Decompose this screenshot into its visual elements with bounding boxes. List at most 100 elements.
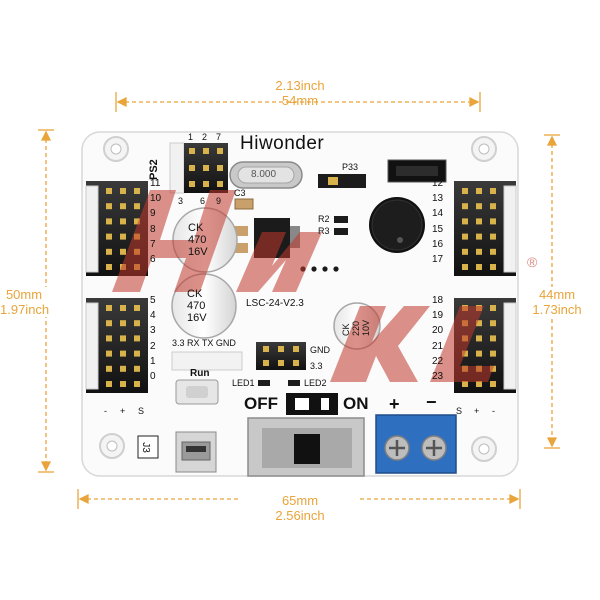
channel-number: 4 [150,310,156,322]
channel-number: 7 [150,238,156,250]
header-pin [476,264,482,270]
r2-label: R2 [318,214,330,224]
channel-number: 10 [150,193,162,205]
header-pin [120,305,126,311]
bottom-dimension: 65mm 2.56inch [240,493,360,523]
channel-number: 11 [150,178,161,189]
channel-number: 3 [150,325,156,337]
channel-number: 22 [432,355,444,367]
header-pin [106,264,112,270]
header-pin [462,233,468,240]
right-dimension: 44mm 1.73inch [524,287,590,317]
channel-number: 1 [150,355,156,367]
channel-number: 15 [432,223,444,235]
header-pin [476,320,482,327]
header-pin [476,203,482,210]
header-pin [106,365,112,372]
header-pin [120,218,126,225]
header-pin [120,381,126,387]
header-pin [490,335,496,342]
header-pin [476,335,482,342]
channel-number: 8 [150,223,156,235]
header-pin [490,218,496,225]
header-pin [120,188,126,194]
watermark [112,190,494,382]
top-dim-mm: 54mm [281,93,319,108]
channel-number: 23 [432,371,444,382]
channel-number: 9 [150,208,156,220]
header-pin [490,233,496,240]
header-pin [120,350,126,357]
right-dim-inch: 1.73inch [532,302,582,317]
header-pin [134,320,140,327]
header-pin [134,350,140,357]
serial-label: 3.3 RX TX GND [172,338,236,348]
header-pin [106,335,112,342]
model-label: LSC-24-V2.3 [246,298,304,309]
header-pin [120,320,126,327]
off-label: OFF [244,394,278,413]
plus-label: + [389,394,400,414]
header-pin [462,203,468,210]
header-pin [490,320,496,327]
header-pin [106,305,112,311]
led1-label: LED1 [232,378,255,388]
header-pin [490,264,496,270]
header-pin [134,335,140,342]
header-pin [134,188,140,194]
channel-number: 19 [432,310,444,322]
channel-number: 16 [432,238,444,250]
crystal-label: 8.000 [251,169,277,180]
header-pin [106,350,112,357]
left-dimension: 50mm 1.97inch [0,287,49,317]
header-pin [134,381,140,387]
channel-number: 20 [432,325,444,337]
header-pin [490,203,496,210]
header-pin [120,203,126,210]
brand-logo: Hiwonder [240,133,325,154]
channel-number: 18 [432,295,444,306]
header-pin [106,218,112,225]
bottom-dim-inch: 2.56inch [275,508,325,523]
header-pin [134,203,140,210]
header-pin [106,188,112,194]
header-pin [106,320,112,327]
registered-mark: ® [527,254,538,270]
header-pin [134,305,140,311]
channel-number: 0 [150,371,156,382]
header-pin [120,335,126,342]
r3-label: R3 [318,226,330,236]
header-pin [462,248,468,255]
v33-label: 3.3 [310,361,323,371]
header-pin [490,350,496,357]
header-pin [106,203,112,210]
top-dimension: 2.13inch 54mm [240,78,360,108]
left-dim-mm: 50mm [5,287,43,302]
led2-label: LED2 [304,378,327,388]
header-pin [106,248,112,255]
header-pin [134,365,140,372]
channel-number: 21 [432,340,444,352]
header-pin [476,233,482,240]
header-pin [476,350,482,357]
header-pin [490,188,496,194]
header-pin [106,233,112,240]
channel-number: 2 [150,340,156,352]
run-label: Run [190,368,210,379]
channel-number: 13 [432,193,444,205]
on-label: ON [343,394,369,413]
ps2-label: PS2 [148,159,160,180]
header-pin [490,365,496,372]
header-pin [120,233,126,240]
header-pin [120,248,126,255]
header-pin [462,350,468,357]
gnd-label: GND [310,345,330,355]
header-pin [490,305,496,311]
p33-jumper [318,174,366,188]
p33-label: P33 [342,162,359,172]
channel-number: 17 [432,254,444,265]
